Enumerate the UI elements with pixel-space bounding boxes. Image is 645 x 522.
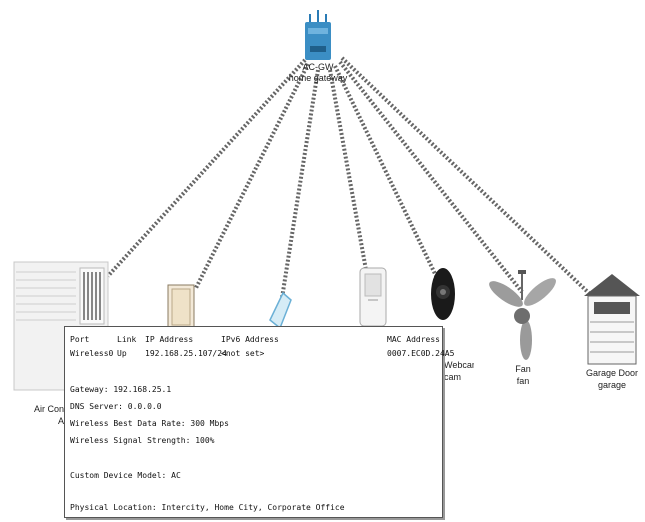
fan-sub: fan [516, 376, 530, 386]
link-purifier [328, 69, 368, 271]
gateway-sub: home gateway [288, 73, 348, 83]
header-ip: IP Address [145, 335, 194, 344]
garage-door-icon[interactable] [584, 274, 640, 365]
model-line: Custom Device Model: AC [70, 471, 181, 480]
fan-name: Fan [515, 364, 531, 374]
header-ipv6: IPv6 Address [221, 335, 279, 344]
row-ip: 192.168.25.107/24 [145, 349, 227, 358]
link-ac [106, 58, 307, 278]
window-icon[interactable] [269, 291, 292, 330]
row-link: Up [117, 349, 127, 358]
air-purifier-icon[interactable] [359, 267, 387, 327]
gateway-line: Gateway: 192.168.25.1 [70, 385, 172, 394]
signal-line: Wireless Signal Strength: 100% [70, 436, 215, 445]
header-port: Port [70, 335, 90, 344]
row-ipv6: <not set> [221, 349, 265, 358]
row-mac: 0007.EC0D.24A5 [387, 349, 455, 358]
garage-name: Garage Door [585, 368, 639, 378]
location-line: Physical Location: Intercity, Home City,… [70, 503, 345, 512]
header-mac: MAC Address [387, 335, 440, 344]
webcam-name: Webcam [444, 360, 474, 370]
link-webcam [333, 65, 440, 281]
link-garage [340, 56, 594, 298]
device-info-tooltip: Port Link IP Address IPv6 Address MAC Ad… [64, 326, 454, 518]
home-gateway-icon[interactable] [305, 10, 331, 60]
gateway-name: AC-GW [302, 62, 334, 72]
wireless-links [106, 56, 594, 299]
garage-sub: garage [597, 380, 627, 390]
link-window [280, 69, 320, 299]
dns-line: DNS Server: 0.0.0.0 [70, 402, 162, 411]
door-icon[interactable] [167, 284, 195, 330]
link-door [194, 63, 310, 289]
header-link: Link [117, 335, 137, 344]
ac-name: Air Cond [34, 404, 70, 414]
rate-line: Wireless Best Data Rate: 300 Mbps [70, 419, 229, 428]
link-fan [338, 60, 524, 294]
ceiling-fan-icon[interactable] [486, 270, 560, 360]
row-port: Wireless0 [70, 349, 114, 358]
webcam-sub: cam [444, 372, 462, 382]
webcam-icon[interactable] [431, 268, 455, 320]
